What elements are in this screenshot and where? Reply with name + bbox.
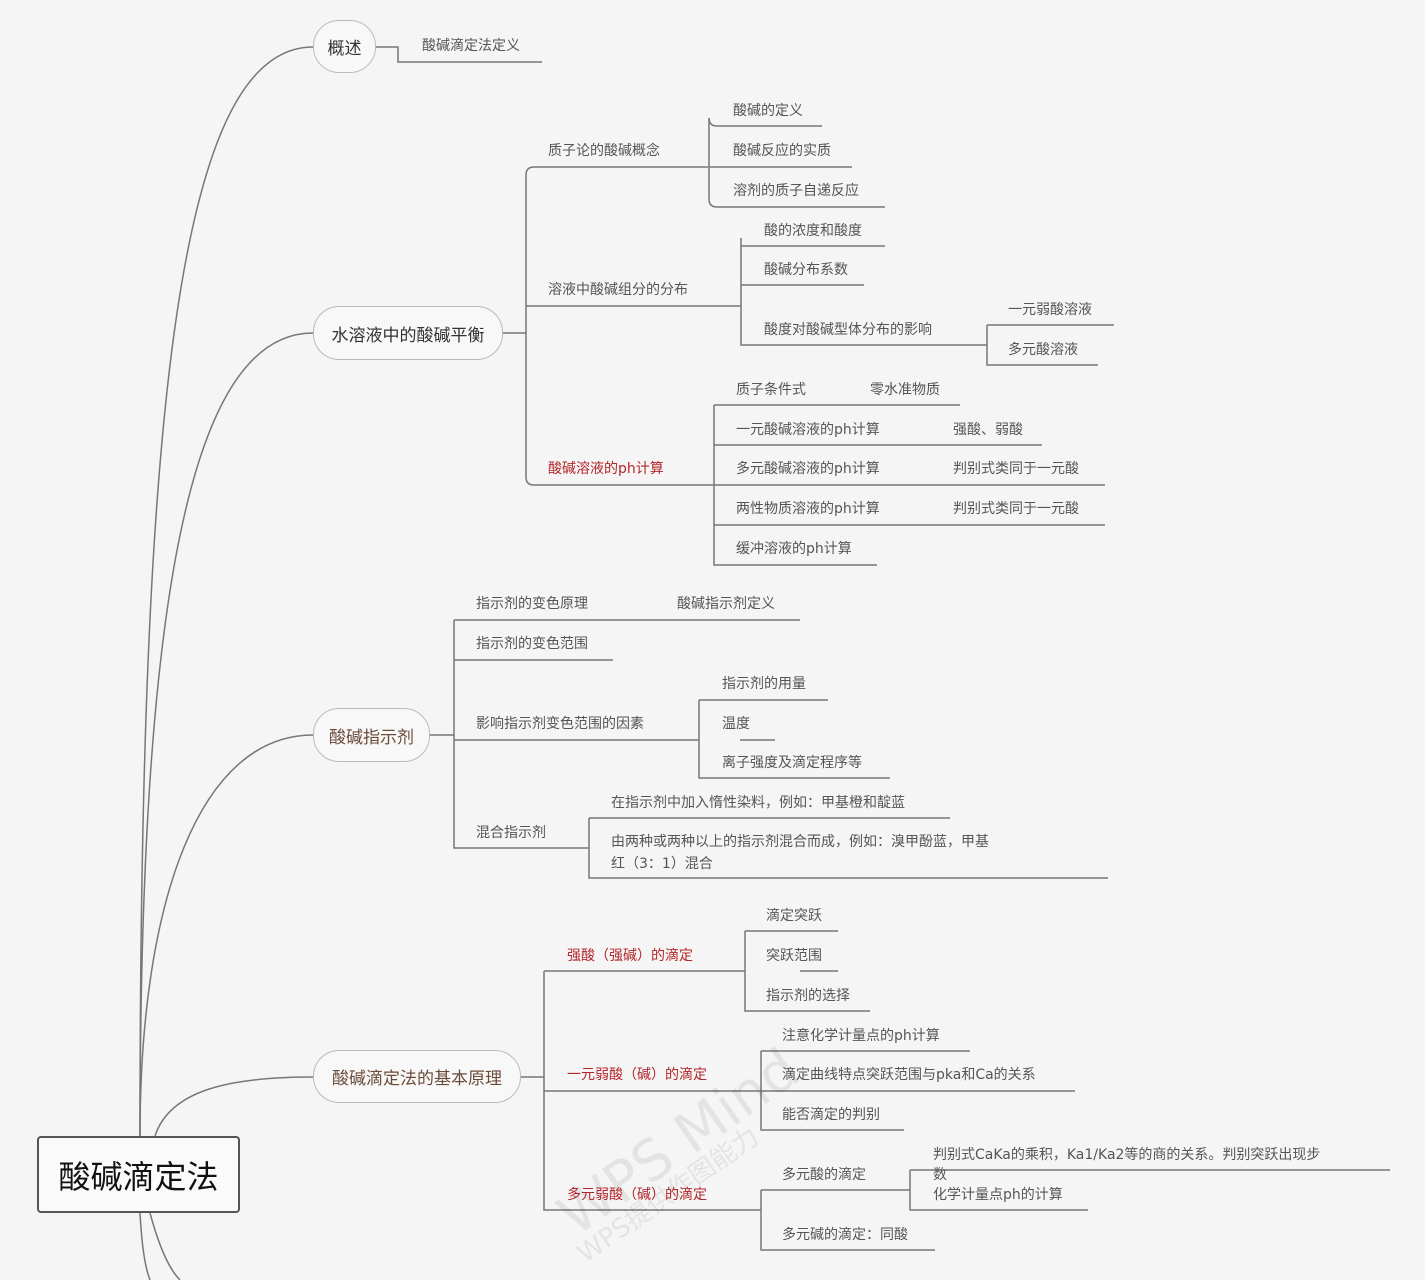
note[interactable]: 判别式类同于一元酸: [953, 501, 1079, 517]
leaf[interactable]: 突跃范围: [766, 948, 822, 964]
leaf[interactable]: 多元酸溶液: [1008, 342, 1078, 358]
leaf[interactable]: 酸碱反应的实质: [733, 143, 831, 159]
branch-strong[interactable]: 强酸（强碱）的滴定: [567, 948, 693, 964]
branch-distribution[interactable]: 溶液中酸碱组分的分布: [548, 282, 688, 298]
leaf[interactable]: 判别式CaKa的乘积，Ka1/Ka2等的商的关系。判别突跃出现步: [933, 1147, 1321, 1163]
leaf[interactable]: 质子条件式: [736, 382, 806, 398]
leaf[interactable]: 温度: [722, 716, 750, 732]
note[interactable]: 强酸、弱酸: [953, 422, 1023, 438]
node-overview[interactable]: 概述: [313, 20, 376, 73]
leaf[interactable]: 酸的浓度和酸度: [764, 223, 862, 239]
branch-poly[interactable]: 多元弱酸（碱）的滴定: [567, 1187, 707, 1203]
leaf[interactable]: 两性物质溶液的ph计算: [736, 501, 880, 517]
leaf[interactable]: 溶剂的质子自递反应: [733, 183, 859, 199]
node-principles[interactable]: 酸碱滴定法的基本原理: [313, 1050, 521, 1103]
branch[interactable]: 影响指示剂变色范围的因素: [476, 716, 644, 732]
branch[interactable]: 指示剂的变色范围: [476, 636, 588, 652]
leaf[interactable]: 离子强度及滴定程序等: [722, 755, 862, 771]
note[interactable]: 零水准物质: [870, 382, 940, 398]
leaf[interactable]: 缓冲溶液的ph计算: [736, 541, 852, 557]
leaf[interactable]: 酸碱滴定法定义: [422, 38, 520, 54]
leaf[interactable]: 酸碱的定义: [733, 103, 803, 119]
leaf[interactable]: 红（3：1）混合: [611, 856, 713, 872]
leaf[interactable]: 在指示剂中加入惰性染料，例如：甲基橙和靛蓝: [611, 795, 905, 811]
leaf[interactable]: 酸碱分布系数: [764, 262, 848, 278]
leaf[interactable]: 由两种或两种以上的指示剂混合而成，例如：溴甲酚蓝，甲基: [611, 834, 989, 850]
branch-ph[interactable]: 酸碱溶液的ph计算: [548, 461, 664, 477]
node-equilibrium[interactable]: 水溶液中的酸碱平衡: [313, 306, 503, 360]
leaf[interactable]: 滴定曲线特点突跃范围与pka和Ca的关系: [782, 1067, 1036, 1083]
leaf[interactable]: 指示剂的选择: [766, 988, 850, 1004]
note[interactable]: 酸碱指示剂定义: [677, 596, 775, 612]
leaf[interactable]: 化学计量点ph的计算: [933, 1187, 1063, 1203]
leaf[interactable]: 指示剂的用量: [722, 676, 806, 692]
leaf[interactable]: 滴定突跃: [766, 908, 822, 924]
note[interactable]: 判别式类同于一元酸: [953, 461, 1079, 477]
leaf[interactable]: 酸度对酸碱型体分布的影响: [764, 322, 932, 338]
branch-proton[interactable]: 质子论的酸碱概念: [548, 143, 660, 159]
root-node[interactable]: 酸碱滴定法: [37, 1136, 240, 1213]
leaf[interactable]: 一元酸碱溶液的ph计算: [736, 422, 880, 438]
branch[interactable]: 混合指示剂: [476, 825, 546, 841]
node-indicator[interactable]: 酸碱指示剂: [313, 708, 430, 762]
leaf[interactable]: 注意化学计量点的ph计算: [782, 1028, 940, 1044]
leaf[interactable]: 多元碱的滴定：同酸: [782, 1227, 908, 1243]
leaf[interactable]: 多元酸碱溶液的ph计算: [736, 461, 880, 477]
leaf[interactable]: 能否滴定的判别: [782, 1107, 880, 1123]
leaf[interactable]: 一元弱酸溶液: [1008, 302, 1092, 318]
leaf-wrap: 数: [933, 1167, 947, 1183]
branch[interactable]: 指示剂的变色原理: [476, 596, 588, 612]
branch-weak[interactable]: 一元弱酸（碱）的滴定: [567, 1067, 707, 1083]
leaf[interactable]: 多元酸的滴定: [782, 1167, 866, 1183]
